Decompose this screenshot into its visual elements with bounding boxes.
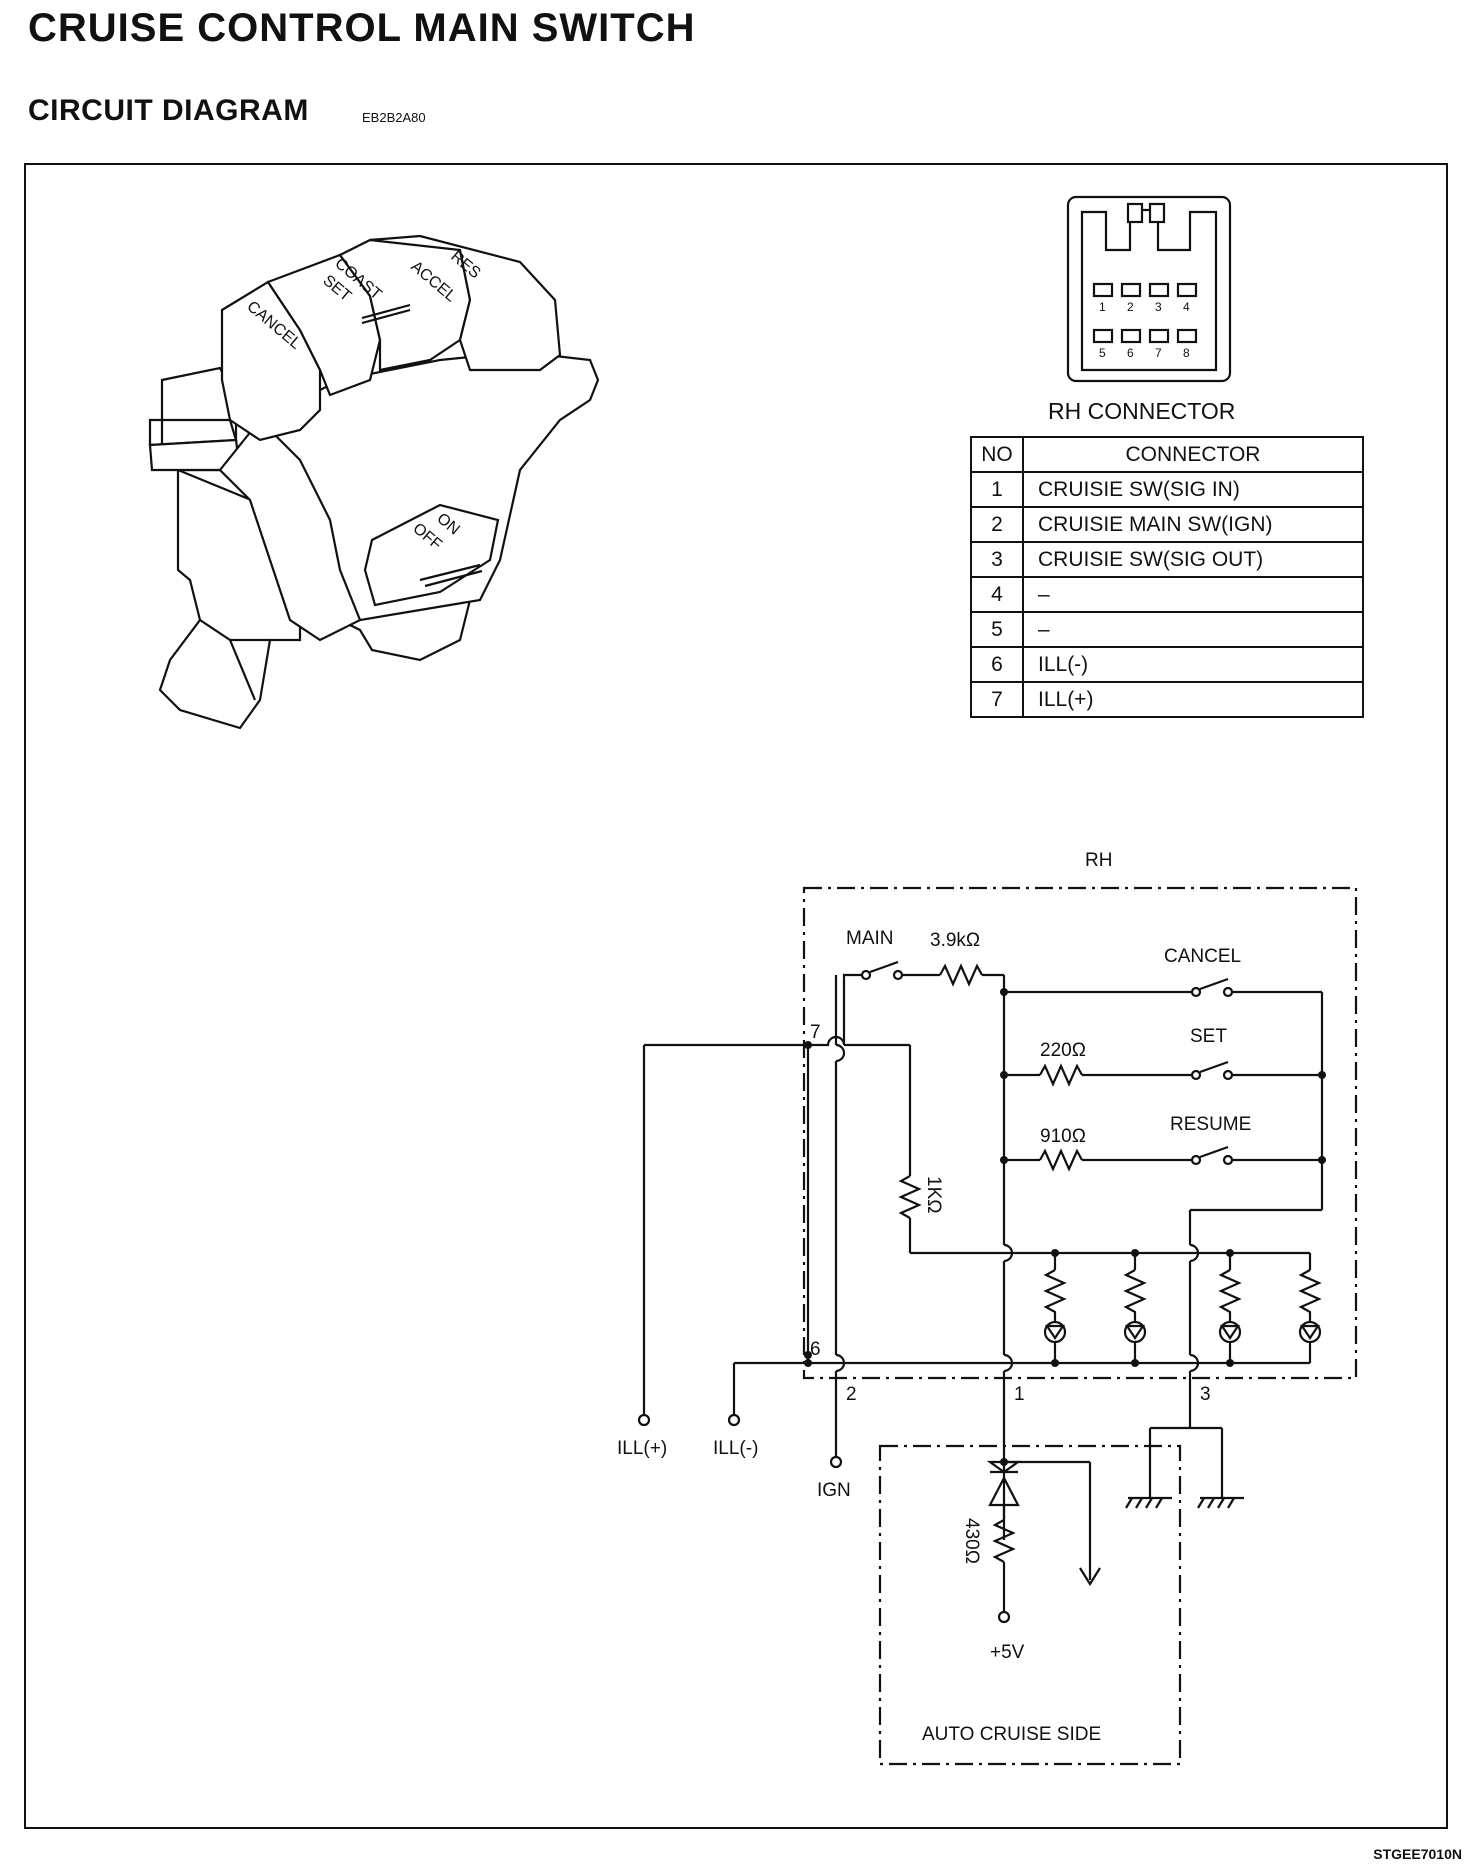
row-no: 4 [970, 576, 1024, 613]
row-connector: ILL(-) [1022, 646, 1364, 683]
row-connector: CRUISIE MAIN SW(IGN) [1022, 506, 1364, 543]
section-title: CIRCUIT DIAGRAM [28, 94, 309, 127]
circuit-diagram: RH MAIN 3.9kΩ CANCEL 220Ω [617, 850, 1358, 1766]
auto-cruise-box [878, 1444, 1182, 1766]
1k-resistor-label: 1KΩ [923, 1176, 944, 1213]
rh-switch-box [802, 886, 1358, 1380]
main-resistor-label: 3.9kΩ [930, 930, 980, 951]
set-resistor-label: 220Ω [1040, 1040, 1086, 1061]
row-no: 6 [970, 646, 1024, 683]
pin-7-label: 7 [810, 1022, 821, 1043]
pin-3-label: 3 [1200, 1384, 1211, 1405]
pin-label-3: 3 [1155, 300, 1162, 314]
table-row: 6 ILL(-) [970, 646, 1364, 683]
row-no: 1 [970, 471, 1024, 508]
ign-label: IGN [817, 1480, 851, 1501]
table-row: 1 CRUISIE SW(SIG IN) [970, 471, 1364, 508]
430-resistor-label: 430Ω [961, 1518, 982, 1564]
connector-pins-bottom: 5 6 7 8 [1092, 328, 1198, 360]
page-title: CRUISE CONTROL MAIN SWITCH [28, 6, 696, 50]
pin-label-2: 2 [1127, 300, 1134, 314]
table-header-row: NO CONNECTOR [970, 436, 1364, 473]
table-row: 4 – [970, 576, 1364, 613]
row-connector: CRUISIE SW(SIG IN) [1022, 471, 1364, 508]
table-row: 3 CRUISIE SW(SIG OUT) [970, 541, 1364, 578]
main-switch-label: MAIN [846, 928, 894, 949]
pin-label-5: 5 [1099, 346, 1106, 360]
pin-2-label: 2 [846, 1384, 857, 1405]
rh-connector-icon: 1 2 3 4 5 6 7 8 [1066, 195, 1232, 383]
figure-code: STGEE7010N [1373, 1846, 1462, 1862]
connector-pins-top: 1 2 3 4 [1092, 282, 1198, 314]
row-connector: – [1022, 611, 1364, 648]
resume-switch-label: RESUME [1170, 1114, 1251, 1135]
resume-resistor-label: 910Ω [1040, 1126, 1086, 1147]
row-no: 7 [970, 681, 1024, 718]
pin-label-1: 1 [1099, 300, 1106, 314]
5v-label: +5V [990, 1642, 1025, 1663]
document-code: EB2B2A80 [362, 110, 426, 125]
set-switch-label: SET [1190, 1026, 1227, 1047]
switch-illustration: CANCEL COAST SET RES ACCEL ON OFF [148, 234, 600, 730]
ill-plus-label: ILL(+) [617, 1438, 667, 1459]
ill-minus-label: ILL(-) [713, 1438, 758, 1459]
rh-box-label: RH [1085, 850, 1112, 871]
pin-label-7: 7 [1155, 346, 1162, 360]
table-row: 2 CRUISIE MAIN SW(IGN) [970, 506, 1364, 543]
row-connector: CRUISIE SW(SIG OUT) [1022, 541, 1364, 578]
table-row: 5 – [970, 611, 1364, 648]
row-connector: – [1022, 576, 1364, 613]
row-no: 3 [970, 541, 1024, 578]
header-connector: CONNECTOR [1022, 436, 1364, 473]
auto-cruise-label: AUTO CRUISE SIDE [922, 1724, 1101, 1745]
row-no: 5 [970, 611, 1024, 648]
cancel-switch-label: CANCEL [1164, 946, 1241, 967]
pin-label-4: 4 [1183, 300, 1190, 314]
pin-6-label: 6 [810, 1339, 821, 1360]
connector-title: RH CONNECTOR [1048, 398, 1236, 424]
table-row: 7 ILL(+) [970, 681, 1364, 718]
connector-table: NO CONNECTOR 1 CRUISIE SW(SIG IN) 2 CRUI… [970, 436, 1364, 718]
header-no: NO [970, 436, 1024, 473]
row-no: 2 [970, 506, 1024, 543]
pin-1-label: 1 [1014, 1384, 1025, 1405]
pin-label-6: 6 [1127, 346, 1134, 360]
diagram-frame [24, 163, 1448, 1829]
row-connector: ILL(+) [1022, 681, 1364, 718]
led-indicators [1043, 1249, 1322, 1367]
pin-label-8: 8 [1183, 346, 1190, 360]
